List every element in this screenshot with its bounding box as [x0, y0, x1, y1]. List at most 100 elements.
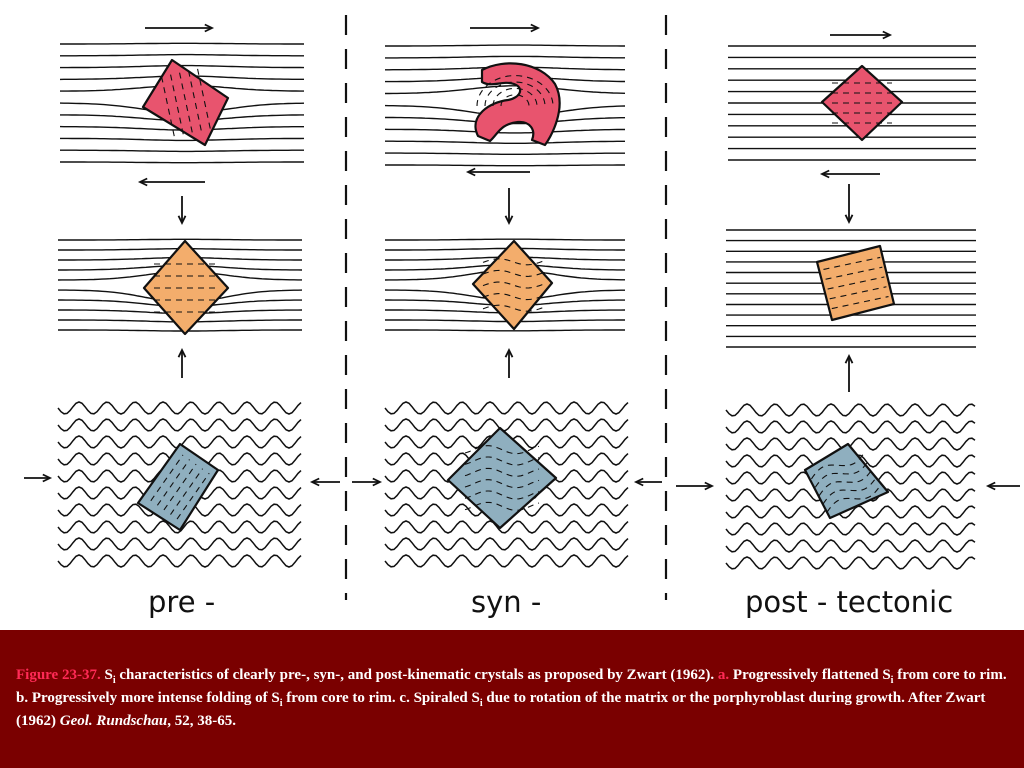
foliation-line — [60, 161, 304, 164]
arrow-compress-right-head — [372, 477, 383, 487]
inclusion-trails — [464, 445, 540, 511]
caption-part-3: from core to rim. b. Progressively more … — [16, 667, 1007, 706]
crenulated-foliation-line — [57, 520, 302, 534]
caption-subscript: i — [279, 698, 283, 709]
caption-a-label: a. — [717, 667, 730, 683]
foliation-line — [58, 329, 302, 332]
crenulated-foliation-line — [725, 556, 976, 570]
inclusion-trail — [822, 476, 878, 505]
caption-subscript: i — [890, 675, 894, 686]
column-dividers — [344, 15, 668, 600]
crystal-syn-top-spiral — [474, 62, 561, 147]
foliation-line — [385, 140, 625, 144]
arrow-compress-right-head — [42, 473, 53, 483]
inclusion-trail — [826, 484, 881, 513]
inclusion-trail — [150, 454, 184, 502]
inclusion-trail — [500, 94, 530, 107]
crenulated-foliation-line — [384, 554, 629, 568]
inclusion-trail — [476, 75, 554, 107]
arrow-compress-down-head — [504, 215, 514, 226]
zwart-porphyroblast-diagram: pre - syn - post - tectonic — [24, 15, 1020, 619]
crenulated-foliation-line — [725, 420, 976, 434]
crystal-syn-middle — [471, 239, 554, 331]
caption-part-2: Progressively flattened S — [729, 667, 891, 683]
crystal-syn-bottom — [446, 426, 558, 530]
arrow-compress-down-head — [844, 214, 854, 225]
inclusion-trail — [464, 456, 540, 466]
caption-figure-number: Figure 23-37. — [16, 667, 101, 683]
label-syn: syn - — [471, 585, 541, 619]
foliation-line — [60, 149, 304, 153]
arrow-shear-bottom-head — [819, 169, 830, 179]
foliation-line — [385, 238, 625, 241]
caption-panel: Figure 23-37. Si characteristics of clea… — [0, 630, 1024, 768]
crenulated-foliation-line — [725, 505, 976, 519]
caption-journal: Geol. Rundschau — [59, 713, 168, 729]
arrow-shear-top-head — [204, 23, 215, 33]
caption-part-1: characteristics of clearly pre-, syn-, a… — [115, 667, 718, 683]
arrow-compress-up-head — [504, 347, 514, 358]
inclusion-trail — [829, 286, 887, 300]
inclusion-trail — [811, 451, 866, 480]
inclusion-trail — [831, 295, 889, 310]
arrow-compress-left-head — [985, 481, 996, 491]
inclusion-trails — [823, 256, 889, 310]
foliation-line — [385, 319, 625, 323]
inclusion-trail — [464, 467, 540, 477]
crenulated-foliation-line — [57, 554, 302, 568]
foliation-line — [58, 238, 302, 241]
crenulated-foliation-line — [384, 520, 629, 534]
crenulated-foliation-line — [384, 537, 629, 551]
caption-subscript: i — [479, 698, 483, 709]
inclusion-trail — [170, 468, 204, 515]
crystal-post-bottom — [803, 442, 890, 520]
caption-part-4: from core to rim. c. Spiraled S — [282, 690, 480, 706]
arrow-shear-top-head — [882, 30, 893, 40]
foliation-line — [385, 164, 625, 167]
caption-citation-end: , 52, 38-65. — [167, 713, 237, 729]
arrow-shear-bottom-head — [465, 167, 476, 177]
foliation-line — [385, 329, 625, 332]
caption-s-letter: S — [104, 667, 113, 683]
figure-caption: Figure 23-37. Si characteristics of clea… — [16, 664, 1008, 733]
label-post-tectonic: post - tectonic — [745, 585, 953, 619]
arrow-shear-top-head — [530, 23, 541, 33]
crystal-pre-bottom — [136, 442, 220, 532]
foliation-line — [385, 44, 625, 47]
crystal-pre-top — [141, 58, 230, 147]
inclusion-trail — [818, 468, 874, 496]
crenulated-foliation-line — [57, 401, 302, 415]
crystal-post-middle — [815, 244, 896, 322]
foliation-line — [385, 85, 626, 95]
porphyroblast-crystals — [136, 58, 904, 532]
arrow-compress-up-head — [177, 347, 187, 358]
arrow-compress-right-head — [704, 481, 715, 491]
crenulated-foliation-line — [725, 403, 976, 417]
caption-part-5: due to rotation of the matrix or the por… — [16, 690, 986, 729]
foliation-line — [60, 53, 304, 57]
crenulated-foliation-line — [384, 401, 629, 415]
inclusion-trail — [825, 266, 883, 280]
inclusion-trail — [827, 276, 885, 290]
foliation-line — [384, 128, 625, 134]
inclusion-trails — [832, 82, 892, 124]
inclusion-trail — [464, 445, 540, 455]
stress-arrows — [24, 23, 1020, 491]
inclusion-trails — [811, 451, 881, 513]
inclusion-trail — [823, 256, 881, 271]
arrow-compress-up-head — [844, 353, 854, 364]
foliation-line — [60, 137, 305, 142]
crenulated-foliation-line — [57, 418, 302, 432]
foliation-line — [385, 55, 625, 59]
caption-subscript: i — [112, 675, 116, 686]
arrow-compress-left-head — [309, 477, 320, 487]
label-pre: pre - — [148, 585, 215, 619]
crystal-post-top — [820, 64, 904, 142]
foliation-line — [385, 247, 625, 251]
crenulated-foliation-line — [57, 537, 302, 551]
inclusion-trail — [464, 479, 540, 489]
inclusion-trail — [464, 490, 540, 500]
crenulated-foliation-line — [725, 522, 976, 536]
inclusion-trail — [464, 501, 540, 511]
crenulated-foliation-line — [384, 418, 629, 432]
